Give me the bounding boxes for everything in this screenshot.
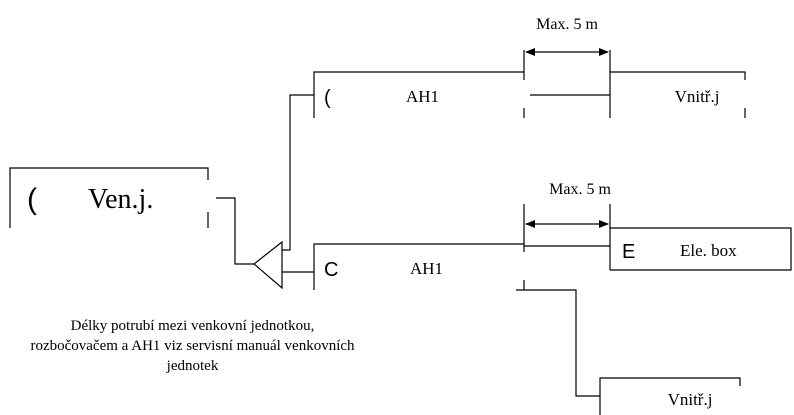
lower-dimension-label: Max. 5 m: [549, 181, 611, 198]
upper-ah1-label: AH1: [406, 87, 439, 106]
note-line-3: jednotek: [166, 358, 219, 374]
lower-ah1-glyph: C: [324, 259, 338, 281]
outdoor-unit-label: Ven.j.: [88, 184, 153, 215]
upper-dimension-label: Max. 5 m: [536, 16, 598, 33]
ele-box-label: Ele. box: [680, 241, 737, 260]
lower-ah1-label: AH1: [410, 259, 443, 278]
ele-box-glyph: E: [622, 241, 635, 263]
ele-box: E Ele. box: [609, 227, 792, 271]
upper-indoor-unit-label: Vnitř.j: [675, 87, 720, 106]
pipe-splitter-to-upper-ah1: [282, 94, 314, 251]
pipe-lower-ah1-to-indoor: [516, 289, 600, 397]
upper-ah1-box: ( AH1: [313, 71, 525, 118]
note-line-1: Délky potrubí mezi venkovní jednotkou,: [70, 318, 315, 334]
piping-length-note: Délky potrubí mezi venkovní jednotkou, r…: [0, 316, 385, 376]
pipe-outdoor-to-splitter: [216, 197, 254, 265]
lower-indoor-unit-box: Vnitř.j: [599, 377, 741, 415]
outdoor-unit-box: ( Ven.j.: [9, 167, 209, 228]
splitter-triangle: [253, 240, 283, 290]
note-line-2: rozbočovačem a AH1 viz servisní manuál v…: [30, 338, 355, 354]
upper-indoor-unit-box: Vnitř.j: [609, 71, 746, 118]
lower-ah1-box: C AH1: [313, 243, 525, 290]
lower-indoor-unit-label: Vnitř.j: [668, 390, 713, 409]
outdoor-unit-glyph: (: [27, 183, 37, 216]
upper-ah1-glyph: (: [324, 87, 331, 109]
